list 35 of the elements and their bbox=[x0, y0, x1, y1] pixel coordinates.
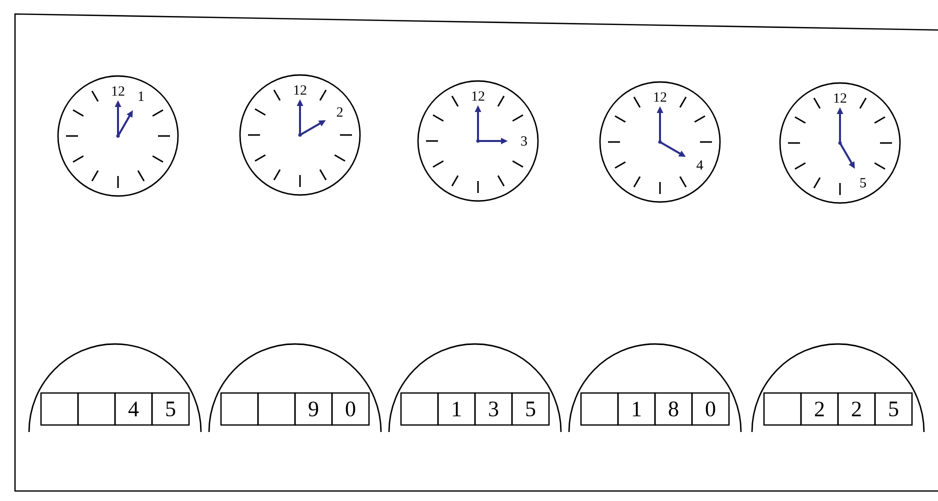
clock-number: 4 bbox=[696, 160, 704, 170]
digit-cell: 9 bbox=[294, 392, 333, 426]
clock-face bbox=[57, 75, 179, 197]
digit-cell: 1 bbox=[437, 392, 476, 426]
clock-number: 1 bbox=[138, 92, 144, 101]
clock-number: 5 bbox=[860, 178, 866, 188]
empty-cell bbox=[580, 392, 619, 426]
digit-cell: 1 bbox=[617, 392, 656, 426]
clock-number: 12 bbox=[112, 86, 124, 96]
digit-cell: 3 bbox=[474, 392, 513, 426]
digit-cell: 2 bbox=[837, 392, 876, 426]
clock-face bbox=[599, 81, 721, 203]
clock-number: 12 bbox=[654, 92, 666, 102]
clock-face bbox=[417, 80, 539, 202]
empty-cell bbox=[77, 392, 116, 426]
clock-number: 12 bbox=[472, 91, 484, 101]
digit-cell: 8 bbox=[654, 392, 693, 426]
empty-cell bbox=[763, 392, 802, 426]
digit-cell: 0 bbox=[331, 392, 370, 426]
digit-cell: 5 bbox=[151, 392, 190, 426]
empty-cell bbox=[40, 392, 79, 426]
digit-cell: 4 bbox=[114, 392, 153, 426]
clock-number: 3 bbox=[521, 136, 527, 146]
clock-face bbox=[779, 82, 901, 204]
empty-cell bbox=[257, 392, 296, 426]
digit-cell: 0 bbox=[691, 392, 730, 426]
clock-number: 12 bbox=[834, 93, 846, 103]
digit-cell: 5 bbox=[511, 392, 550, 426]
clock-number: 12 bbox=[294, 85, 306, 95]
digit-cell: 5 bbox=[874, 392, 913, 426]
clock-face bbox=[239, 74, 361, 196]
empty-cell bbox=[400, 392, 439, 426]
digit-cell: 2 bbox=[800, 392, 839, 426]
clock-number: 2 bbox=[336, 107, 343, 117]
empty-cell bbox=[220, 392, 259, 426]
